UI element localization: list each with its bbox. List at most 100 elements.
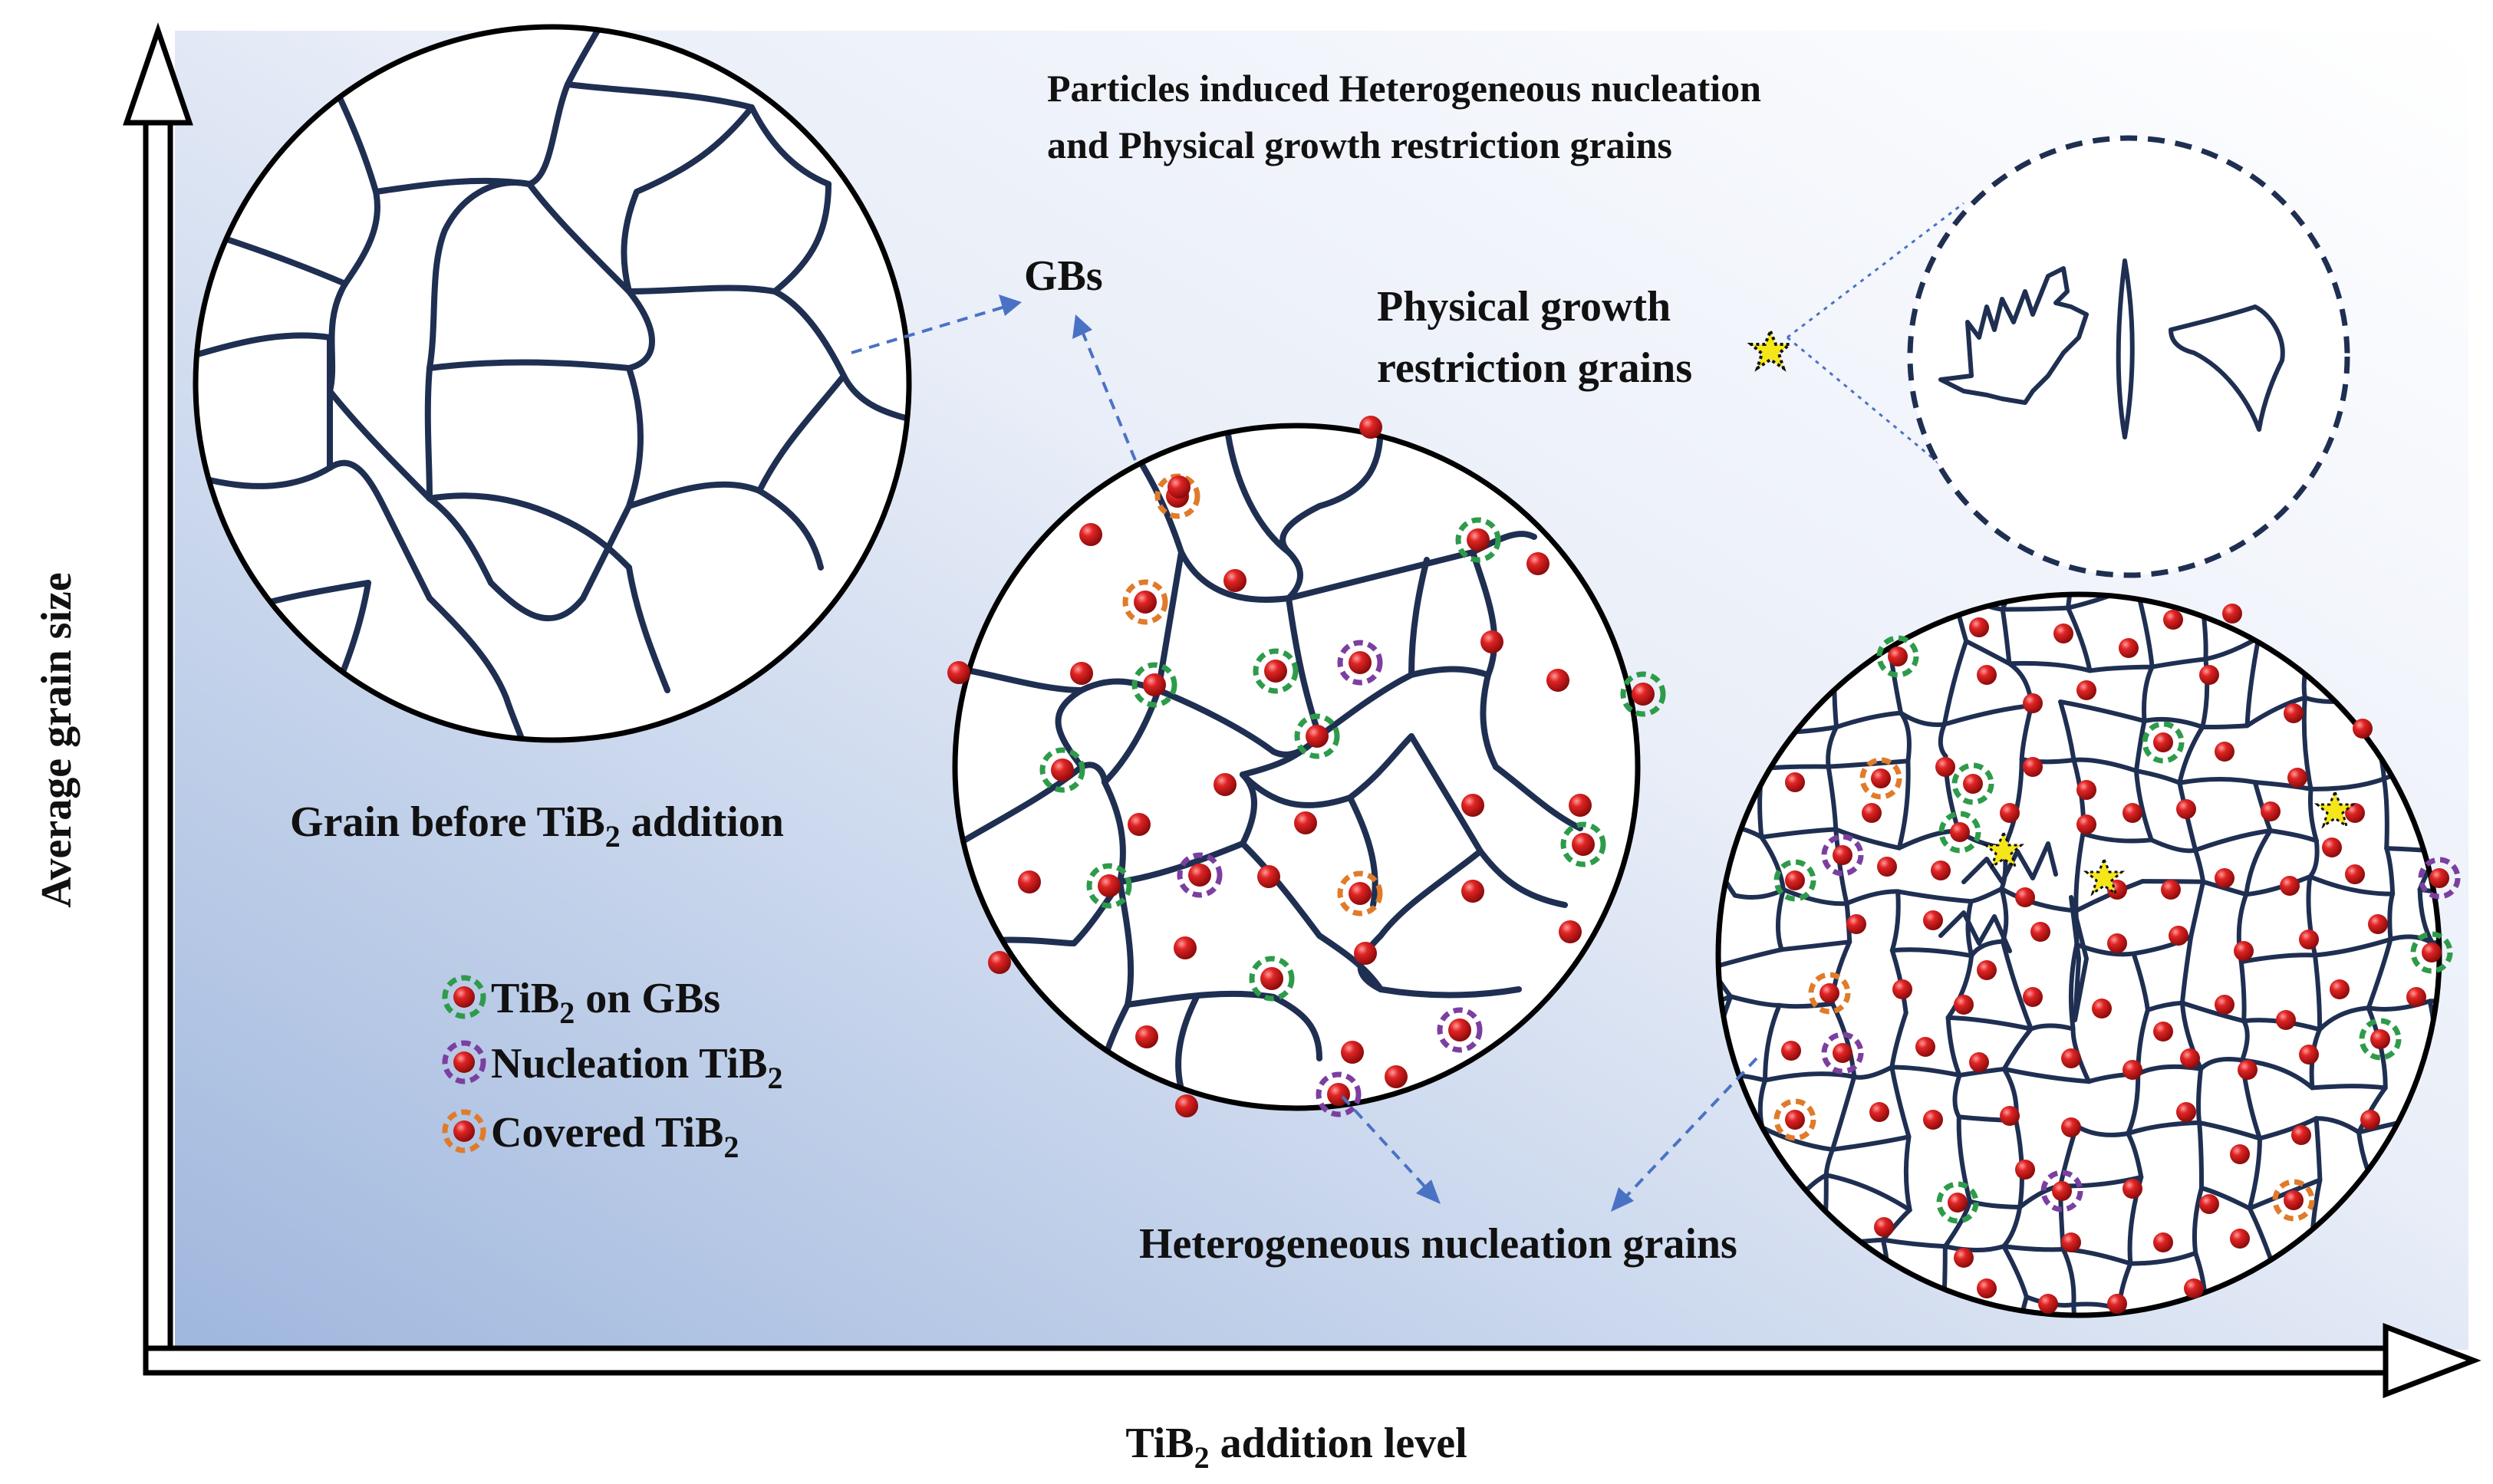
tib2-particle-icon xyxy=(2161,880,2181,900)
tib2-particle-icon xyxy=(1018,870,1041,893)
tib2-particle-icon xyxy=(1969,1052,1989,1072)
tib2-particle-icon xyxy=(1923,910,1943,930)
tib2-particle-icon xyxy=(1257,865,1280,888)
tib2-particle-icon xyxy=(1773,859,1816,902)
tib2-particle-icon xyxy=(2176,799,2196,819)
tib2-particle-icon xyxy=(2406,987,2426,1007)
tib2-particle-icon xyxy=(1877,857,1897,877)
tib2-particle-icon xyxy=(1135,1025,1158,1048)
tib2-particle-icon xyxy=(1079,523,1102,546)
x-axis-arrow xyxy=(143,1322,2481,1399)
tib2-particle-icon xyxy=(2076,780,2096,800)
tib2-particle-icon xyxy=(1223,569,1246,592)
tib2-particle-icon xyxy=(2180,1048,2200,1068)
tib2-particle-icon xyxy=(1546,669,1569,692)
tib2-particle-icon xyxy=(2215,868,2234,888)
tib2-particle-icon xyxy=(2291,1125,2311,1145)
tib2-particle-icon xyxy=(2000,803,2020,823)
tib2-particle-icon xyxy=(1620,671,1666,717)
tib2-particle-icon xyxy=(2238,1060,2258,1080)
restriction-zoom-circle xyxy=(1787,135,2350,578)
tib2-particle-icon xyxy=(2230,1229,2250,1249)
tib2-particle-icon xyxy=(1892,979,1912,999)
physical-growth-line-1: Physical growth xyxy=(1377,283,1671,331)
tib2-particle-icon xyxy=(1821,1032,1864,1074)
tib2-particle-icon xyxy=(2076,814,2096,834)
tib2-particle-icon xyxy=(2368,914,2388,934)
tib2-particle-icon xyxy=(2030,922,2050,942)
tib2-particle-icon xyxy=(2215,742,2234,762)
grain-before-label: Grain before TiB2 addition xyxy=(290,798,784,854)
tib2-particle-icon xyxy=(2299,930,2319,949)
tib2-particle-icon xyxy=(1167,475,1191,499)
tib2-particle-icon xyxy=(2023,987,2043,1007)
tib2-particle-icon xyxy=(1785,772,1805,792)
tib2-particle-icon xyxy=(1086,863,1132,909)
tib2-particle-icon xyxy=(1954,995,1974,1015)
tib2-particle-icon xyxy=(2123,803,2142,823)
tib2-particle-icon xyxy=(1039,747,1085,793)
tib2-particle-icon xyxy=(1876,635,1919,678)
tib2-particle-icon xyxy=(1455,517,1501,563)
legend-item-nucleation: Nucleation TiB2 xyxy=(442,1040,782,1095)
tib2-particle-icon xyxy=(1560,821,1606,867)
tib2-particle-icon xyxy=(1070,662,1093,685)
y-axis-label: Average grain size xyxy=(33,572,81,907)
tib2-particle-icon xyxy=(1526,552,1549,575)
tib2-particle-icon xyxy=(1977,665,1997,685)
tib2-particle-icon xyxy=(1337,640,1383,686)
tib2-particle-icon xyxy=(2284,703,2304,723)
tib2-particle-icon xyxy=(2234,941,2254,961)
tib2-particle-icon xyxy=(1869,1102,1889,1122)
tib2-particle-icon xyxy=(2222,604,2242,624)
tib2-particle-icon xyxy=(2107,1294,2127,1314)
tib2-particle-icon xyxy=(442,1040,486,1084)
tib2-particle-icon xyxy=(1938,811,1981,854)
tib2-particle-icon xyxy=(1294,713,1340,759)
tib2-particle-icon xyxy=(2040,1170,2083,1213)
gbs-label: GBs xyxy=(1024,252,1103,300)
tib2-particle-icon xyxy=(2107,933,2127,953)
tib2-particle-icon xyxy=(2199,665,2219,685)
tib2-particle-icon xyxy=(1977,1278,1997,1298)
svg-text:TiB2 on GBs: TiB2 on GBs xyxy=(491,975,720,1030)
tib2-particle-icon xyxy=(2142,721,2185,764)
tib2-particle-icon xyxy=(1480,630,1503,653)
tib2-particle-icon xyxy=(1253,648,1299,694)
hetero-leader-arrows xyxy=(1341,1057,1758,1212)
tib2-particle-icon xyxy=(2153,1232,2173,1252)
header-line-2: and Physical growth restriction grains xyxy=(1047,123,1672,166)
tib2-particle-icon xyxy=(1969,617,1989,637)
tib2-particle-icon xyxy=(1177,852,1223,898)
tib2-particle-icon xyxy=(988,951,1011,974)
tib2-particle-icon xyxy=(1437,1007,1483,1053)
tib2-particle-icon xyxy=(2176,1102,2196,1122)
tib2-particle-icon xyxy=(2272,1179,2315,1222)
tib2-particle-icon xyxy=(1951,762,1994,805)
physical-restriction-star-icon xyxy=(2314,789,2356,829)
legend: TiB2 on GBs Nucleation TiB2 Covered TiB2 xyxy=(442,975,782,1164)
tib2-particle-icon xyxy=(2418,857,2461,900)
tib2-particle-icon xyxy=(1128,813,1151,836)
tib2-particle-icon xyxy=(1977,960,1997,980)
y-axis-arrow xyxy=(123,22,193,1376)
tib2-particle-icon xyxy=(1935,757,1955,777)
tib2-particle-icon xyxy=(1569,794,1592,817)
tib2-particle-icon xyxy=(1954,1248,1974,1268)
tib2-particle-icon xyxy=(947,661,970,684)
tib2-particle-icon xyxy=(1936,1181,1979,1224)
tib2-particle-icon xyxy=(2061,1117,2081,1137)
physical-restriction-star-icon xyxy=(1982,830,2025,870)
hetero-nucleation-label: Heterogeneous nucleation grains xyxy=(1139,1220,1737,1268)
tib2-particle-icon xyxy=(2015,1160,2035,1180)
tib2-particles xyxy=(947,416,2461,1314)
tib2-particle-icon xyxy=(2038,1294,2058,1314)
tib2-particle-icon xyxy=(2123,1060,2142,1080)
tib2-particle-icon xyxy=(2276,1010,2296,1030)
tib2-particle-icon xyxy=(1808,972,1851,1015)
tib2-particle-icon xyxy=(2061,1048,2081,1068)
tib2-particle-icon xyxy=(1874,1217,1894,1237)
tib2-particle-icon xyxy=(1249,956,1295,1002)
tib2-particle-icon xyxy=(2261,801,2281,821)
tib2-particle-icon xyxy=(1354,942,1377,965)
